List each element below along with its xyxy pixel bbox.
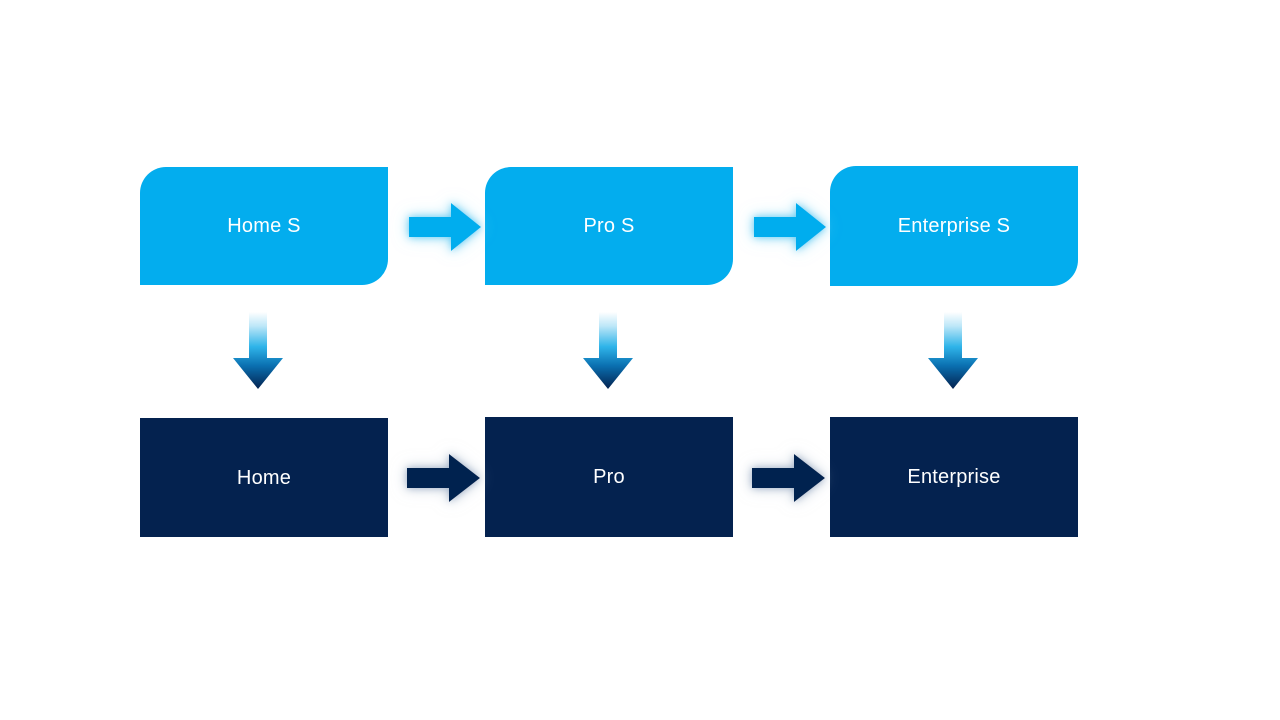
connector-pro-to-enterprise xyxy=(747,449,829,507)
connector-pro-s-to-enterprise-s xyxy=(750,198,830,256)
arrow-right-icon xyxy=(407,454,480,502)
node-box-pro[interactable]: Pro xyxy=(485,417,733,537)
arrow-right-icon xyxy=(754,203,826,251)
arrow-down-icon xyxy=(233,312,283,389)
connector-home-to-pro xyxy=(402,449,484,507)
node-box-pro-s[interactable]: Pro S xyxy=(485,167,733,285)
node-label-home-s: Home S xyxy=(227,215,301,237)
node-box-home-s[interactable]: Home S xyxy=(140,167,388,285)
connector-home-s-to-home xyxy=(228,310,288,392)
arrow-down-icon xyxy=(928,312,978,389)
node-label-home: Home xyxy=(236,466,292,489)
arrow-right-icon xyxy=(409,203,481,251)
node-label-pro-s: Pro S xyxy=(583,215,635,237)
node-box-enterprise[interactable]: Enterprise xyxy=(830,417,1078,537)
node-label-pro: Pro xyxy=(593,466,625,488)
arrow-right-icon xyxy=(752,454,825,502)
node-box-home[interactable]: Home xyxy=(140,418,388,537)
node-box-enterprise-s[interactable]: Enterprise S xyxy=(830,166,1078,286)
connector-home-s-to-pro-s xyxy=(405,198,485,256)
connector-pro-s-to-pro xyxy=(578,310,638,392)
connector-enterprise-s-to-enterprise xyxy=(923,310,983,392)
node-label-enterprise: Enterprise xyxy=(907,466,1001,488)
node-label-enterprise-s: Enterprise S xyxy=(897,215,1011,237)
arrow-down-icon xyxy=(583,312,633,389)
